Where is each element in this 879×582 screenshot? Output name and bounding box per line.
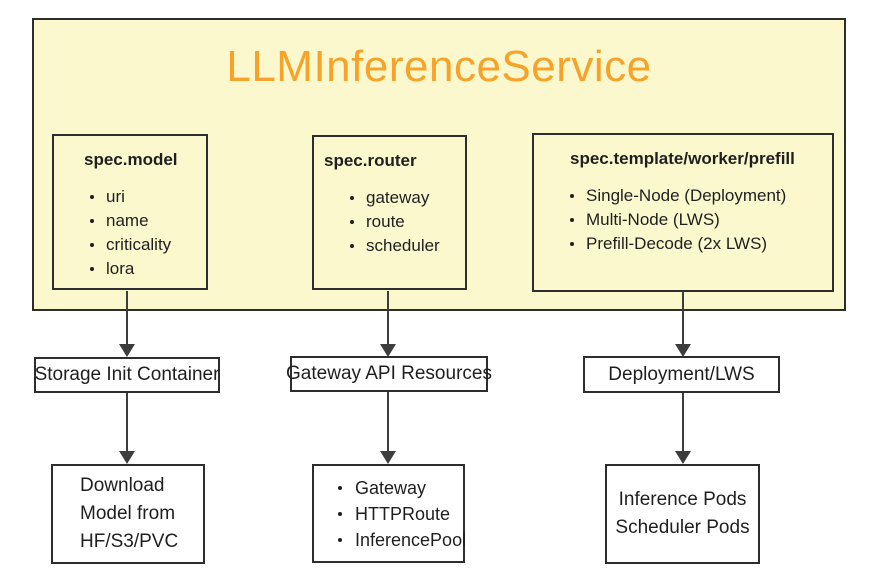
spec-model-header: spec.model [84,150,178,169]
list-item: Multi-Node (LWS) [570,208,832,232]
spec-template-header: spec.template/worker/prefill [570,149,795,168]
arrow-down-icon [380,344,396,357]
list-item: HTTPRoute [338,501,463,527]
gateway-resources-list: Gateway HTTPRoute InferencePool [314,475,466,553]
diagram-title: LLMInferenceService [226,42,652,91]
gateway-resources-list-box: Gateway HTTPRoute InferencePool [312,464,466,563]
list-item: name [90,209,206,233]
arrow-storage-to-download-line [126,393,128,453]
arrow-down-icon [675,344,691,357]
list-item: Gateway [338,475,463,501]
arrow-down-icon [119,344,135,357]
storage-init-container-label: Storage Init Container [34,364,220,385]
inference-pods-line: Inference Pods [618,489,747,510]
download-model-box: Download Model from HF/S3/PVC [51,464,205,564]
deployment-lws-label: Deployment/LWS [608,363,755,385]
list-item: criticality [90,233,206,257]
arrow-down-icon [675,451,691,464]
spec-router-box: spec.router gateway route scheduler [312,135,467,290]
gateway-api-resources-label: Gateway API Resources [286,363,492,384]
list-item: Single-Node (Deployment) [570,184,832,208]
gateway-api-resources-box: Gateway API Resources [286,356,492,392]
spec-router-header: spec.router [324,151,417,170]
spec-template-list: Single-Node (Deployment) Multi-Node (LWS… [534,184,832,256]
download-model-line: Model from [80,503,176,524]
arrow-spec-router-to-gateway-line [387,291,389,345]
arrow-down-icon [380,451,396,464]
storage-init-container-box: Storage Init Container [34,357,220,393]
spec-template-box: spec.template/worker/prefill Single-Node… [532,133,834,292]
list-item: InferencePool [338,527,466,553]
list-item: Prefill-Decode (2x LWS) [570,232,832,256]
list-item: lora [90,257,206,281]
inference-pods-line: Scheduler Pods [615,517,750,538]
list-item: uri [90,185,206,209]
inference-pods-box: Inference Pods Scheduler Pods [605,464,760,564]
download-model-line: Download [80,475,165,496]
arrow-deployment-to-pods-line [682,393,684,453]
arrow-gateway-to-resources-line [387,392,389,453]
list-item: scheduler [350,234,465,258]
arrow-spec-model-to-storage-line [126,291,128,345]
download-model-line: HF/S3/PVC [80,531,179,552]
arrow-spec-template-to-deployment-line [682,291,684,345]
list-item: route [350,210,465,234]
deployment-lws-box: Deployment/LWS [583,356,780,393]
arrow-down-icon [119,451,135,464]
llm-inference-service-container: LLMInferenceService spec.model uri name … [32,18,846,311]
spec-router-list: gateway route scheduler [314,186,465,258]
list-item: gateway [350,186,465,210]
spec-model-list: uri name criticality lora [54,185,206,281]
spec-model-box: spec.model uri name criticality lora [52,134,208,290]
